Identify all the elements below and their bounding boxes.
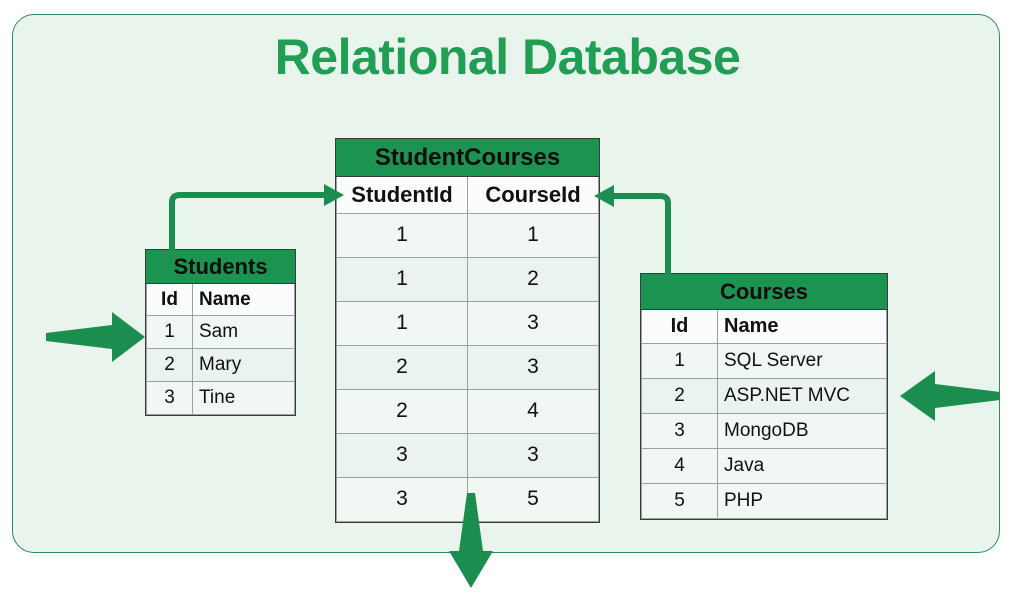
table-row: 2 ASP.NET MVC xyxy=(641,377,887,414)
table-row: 1 Sam xyxy=(146,314,295,349)
student-courses-header-row: StudentId CourseId xyxy=(336,177,599,214)
student-courses-table: StudentCourses StudentId CourseId 1 1 1 … xyxy=(335,138,600,523)
student-courses-cell-studentid: 1 xyxy=(336,212,468,258)
student-courses-cell-courseid: 3 xyxy=(467,300,599,346)
table-row: 1 3 xyxy=(336,300,599,346)
courses-cell-id: 5 xyxy=(641,482,718,519)
student-courses-cell-courseid: 2 xyxy=(467,256,599,302)
student-courses-cell-studentid: 2 xyxy=(336,344,468,390)
courses-cell-name: ASP.NET MVC xyxy=(717,377,887,414)
courses-cell-id: 1 xyxy=(641,342,718,379)
courses-cell-name: Java xyxy=(717,447,887,484)
students-cell-id: 3 xyxy=(146,380,193,415)
student-courses-cell-studentid: 1 xyxy=(336,256,468,302)
courses-cell-id: 2 xyxy=(641,377,718,414)
student-courses-cell-studentid: 3 xyxy=(336,476,468,522)
table-row: 1 SQL Server xyxy=(641,342,887,379)
student-courses-column-header-studentid: StudentId xyxy=(336,177,468,214)
table-row: 3 Tine xyxy=(146,380,295,415)
courses-cell-name: PHP xyxy=(717,482,887,519)
student-courses-cell-studentid: 3 xyxy=(336,432,468,478)
students-cell-id: 1 xyxy=(146,314,193,349)
students-column-header-name: Name xyxy=(192,284,295,316)
student-courses-table-grid: StudentId CourseId 1 1 1 2 1 3 2 3 2 xyxy=(336,177,599,522)
student-courses-cell-courseid: 3 xyxy=(467,344,599,390)
student-courses-cell-courseid: 3 xyxy=(467,432,599,478)
courses-table: Courses Id Name 1 SQL Server 2 ASP.NET M… xyxy=(640,273,888,520)
students-cell-id: 2 xyxy=(146,347,193,382)
student-courses-table-title: StudentCourses xyxy=(336,139,599,177)
table-row: 1 2 xyxy=(336,256,599,302)
courses-column-header-name: Name xyxy=(717,310,887,344)
courses-cell-id: 3 xyxy=(641,412,718,449)
table-row: 4 Java xyxy=(641,447,887,484)
courses-table-grid: Id Name 1 SQL Server 2 ASP.NET MVC 3 Mon… xyxy=(641,310,887,519)
courses-header-row: Id Name xyxy=(641,310,887,344)
table-row: 1 1 xyxy=(336,212,599,258)
student-courses-column-header-courseid: CourseId xyxy=(467,177,599,214)
table-row: 3 5 xyxy=(336,476,599,522)
student-courses-cell-courseid: 1 xyxy=(467,212,599,258)
students-table-grid: Id Name 1 Sam 2 Mary 3 Tine xyxy=(146,284,295,415)
students-cell-name: Tine xyxy=(192,380,295,415)
table-row: 2 4 xyxy=(336,388,599,434)
courses-cell-id: 4 xyxy=(641,447,718,484)
students-table: Students Id Name 1 Sam 2 Mary 3 Tine xyxy=(145,249,296,416)
table-row: 3 MongoDB xyxy=(641,412,887,449)
courses-table-title: Courses xyxy=(641,274,887,310)
table-row: 3 3 xyxy=(336,432,599,478)
table-row: 5 PHP xyxy=(641,482,887,519)
students-column-header-id: Id xyxy=(146,284,193,316)
student-courses-cell-courseid: 4 xyxy=(467,388,599,434)
students-header-row: Id Name xyxy=(146,284,295,316)
courses-column-header-id: Id xyxy=(641,310,718,344)
courses-cell-name: MongoDB xyxy=(717,412,887,449)
student-courses-cell-courseid: 5 xyxy=(467,476,599,522)
table-row: 2 Mary xyxy=(146,347,295,382)
student-courses-cell-studentid: 1 xyxy=(336,300,468,346)
table-row: 2 3 xyxy=(336,344,599,390)
page-title: Relational Database xyxy=(274,29,741,85)
students-table-title: Students xyxy=(146,250,295,284)
courses-cell-name: SQL Server xyxy=(717,342,887,379)
students-cell-name: Mary xyxy=(192,347,295,382)
student-courses-cell-studentid: 2 xyxy=(336,388,468,434)
students-cell-name: Sam xyxy=(192,314,295,349)
